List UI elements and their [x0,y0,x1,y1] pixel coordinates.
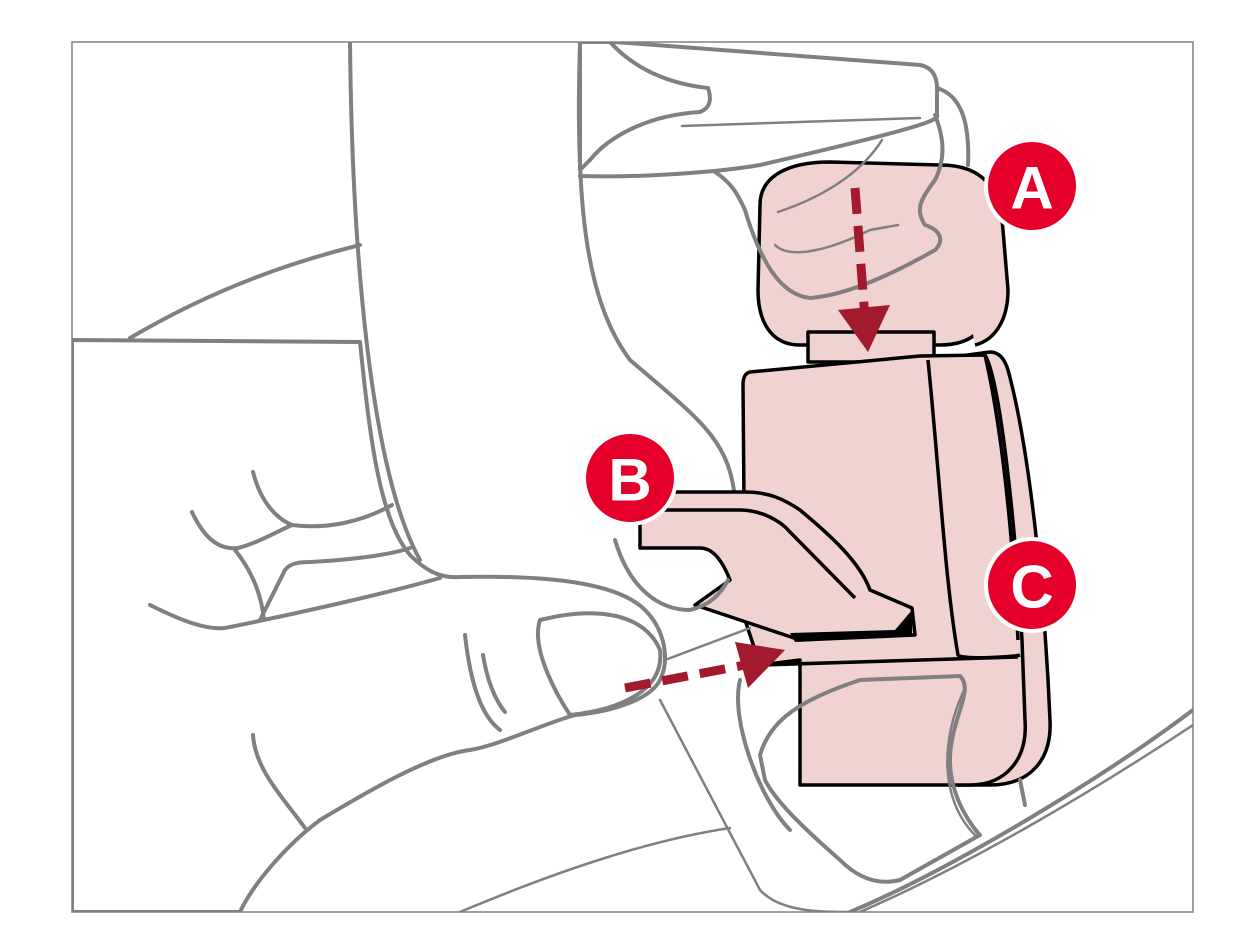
knuckle-line-2 [190,510,294,551]
finger-top [578,42,712,172]
strap-edge [848,708,1193,912]
finger-upper [578,42,940,179]
thumb-top [713,113,945,300]
seat-line [458,826,732,912]
finger-line-2 [258,546,412,622]
thumb-crease-2 [773,223,900,254]
callout-c: C [984,537,1080,633]
arrow-right-shaft [624,660,746,693]
sleeve-line [128,243,362,340]
lever-inner [662,508,857,600]
finger-tip-line [935,86,971,167]
callout-b-label: B [608,447,651,514]
arrow-down-shaft [850,187,870,319]
strap-loop [758,674,982,884]
strap-loop-inner [946,686,977,837]
callout-a-label: A [1010,155,1053,222]
finger-crease [680,116,922,128]
callout-c-label: C [1010,554,1053,621]
thumb-crease [776,138,884,214]
buckle-bottom-edge [759,655,1019,667]
torso-outline [576,42,737,502]
lever-slot [790,610,912,642]
frame-border [71,41,1194,913]
callout-b: B [582,430,678,526]
arrow-right-head [735,642,785,688]
knuckle-line [233,548,266,622]
strap-loop-left [736,678,792,832]
thumb-crease-b [481,653,507,714]
finger-line [148,576,442,631]
thumbnail [536,611,663,717]
knuckle-line-3 [251,470,394,529]
hand [72,338,667,912]
arm-outline [348,42,422,562]
strap-edge-inner [858,723,1193,912]
strap-tick [1018,778,1027,807]
palm-crease [251,733,307,830]
arrow-down-head [838,305,890,352]
thumb-edge-line [663,626,752,662]
finger-over-lever [613,538,730,612]
callout-a: A [984,138,1080,234]
thumb-crease-a [463,633,502,732]
